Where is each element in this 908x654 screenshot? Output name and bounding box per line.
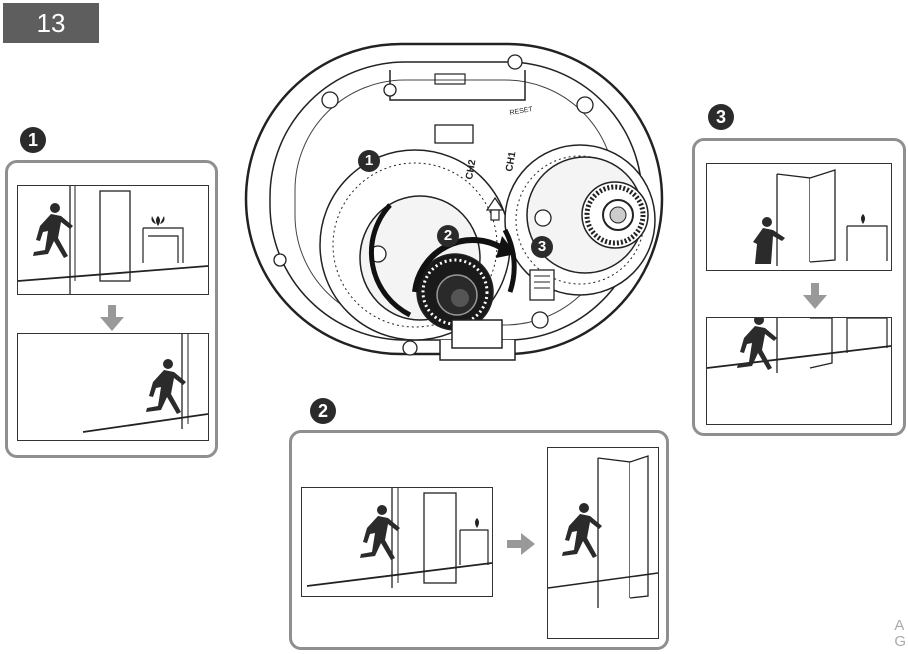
camera-illustration: CH2 CH1 RESET (244, 42, 664, 361)
ch2-label: CH2 (464, 158, 478, 180)
runner-icon (146, 359, 186, 414)
page-edge-text: A G (894, 618, 906, 650)
door-icon (629, 455, 649, 599)
callout-1-on-camera: 1 (358, 150, 380, 172)
ch1-label: CH1 (504, 150, 518, 172)
table-icon (846, 225, 888, 261)
table-icon (846, 318, 888, 353)
lens-module-ch1 (504, 144, 656, 296)
reset-label: RESET (509, 106, 534, 117)
callout-3: 3 (708, 104, 734, 130)
scene-frame-after-vertical (547, 447, 659, 639)
panel-step-2 (289, 430, 669, 650)
scene-frame-before (301, 487, 493, 597)
callout-2-on-camera: 2 (437, 225, 459, 247)
runner-icon (562, 503, 602, 558)
door-icon (809, 318, 833, 369)
plant-icon (151, 216, 165, 226)
scene-frame-after (17, 333, 209, 441)
callout-2: 2 (310, 398, 336, 424)
scene-frame-before (17, 185, 209, 295)
plant-icon (861, 214, 865, 224)
lens-module-ch2 (319, 149, 511, 341)
table-icon (459, 529, 489, 565)
arrow-down-icon (803, 283, 827, 309)
panel-step-3 (692, 138, 906, 436)
page-edge-text-line1: A (894, 617, 905, 634)
rotate-arrow-icon (368, 203, 412, 318)
scene-frame-after (706, 317, 892, 425)
runner-icon (33, 203, 73, 258)
panel-step-1 (5, 160, 218, 458)
step-number-tag: 13 (3, 3, 99, 43)
runner-icon (360, 505, 400, 560)
runner-icon (737, 318, 777, 370)
callout-3-on-camera: 3 (531, 236, 553, 258)
page-edge-text-line2: G (894, 633, 906, 650)
table-icon (142, 227, 184, 263)
scene-frame-before (706, 163, 892, 271)
door-icon (99, 190, 131, 282)
arrow-right-icon (507, 533, 535, 555)
door-icon (809, 169, 836, 263)
plant-icon (475, 518, 479, 528)
arrow-down-icon (100, 305, 124, 331)
camera-port (434, 124, 474, 144)
callout-1: 1 (20, 127, 46, 153)
runner-icon (753, 217, 785, 264)
